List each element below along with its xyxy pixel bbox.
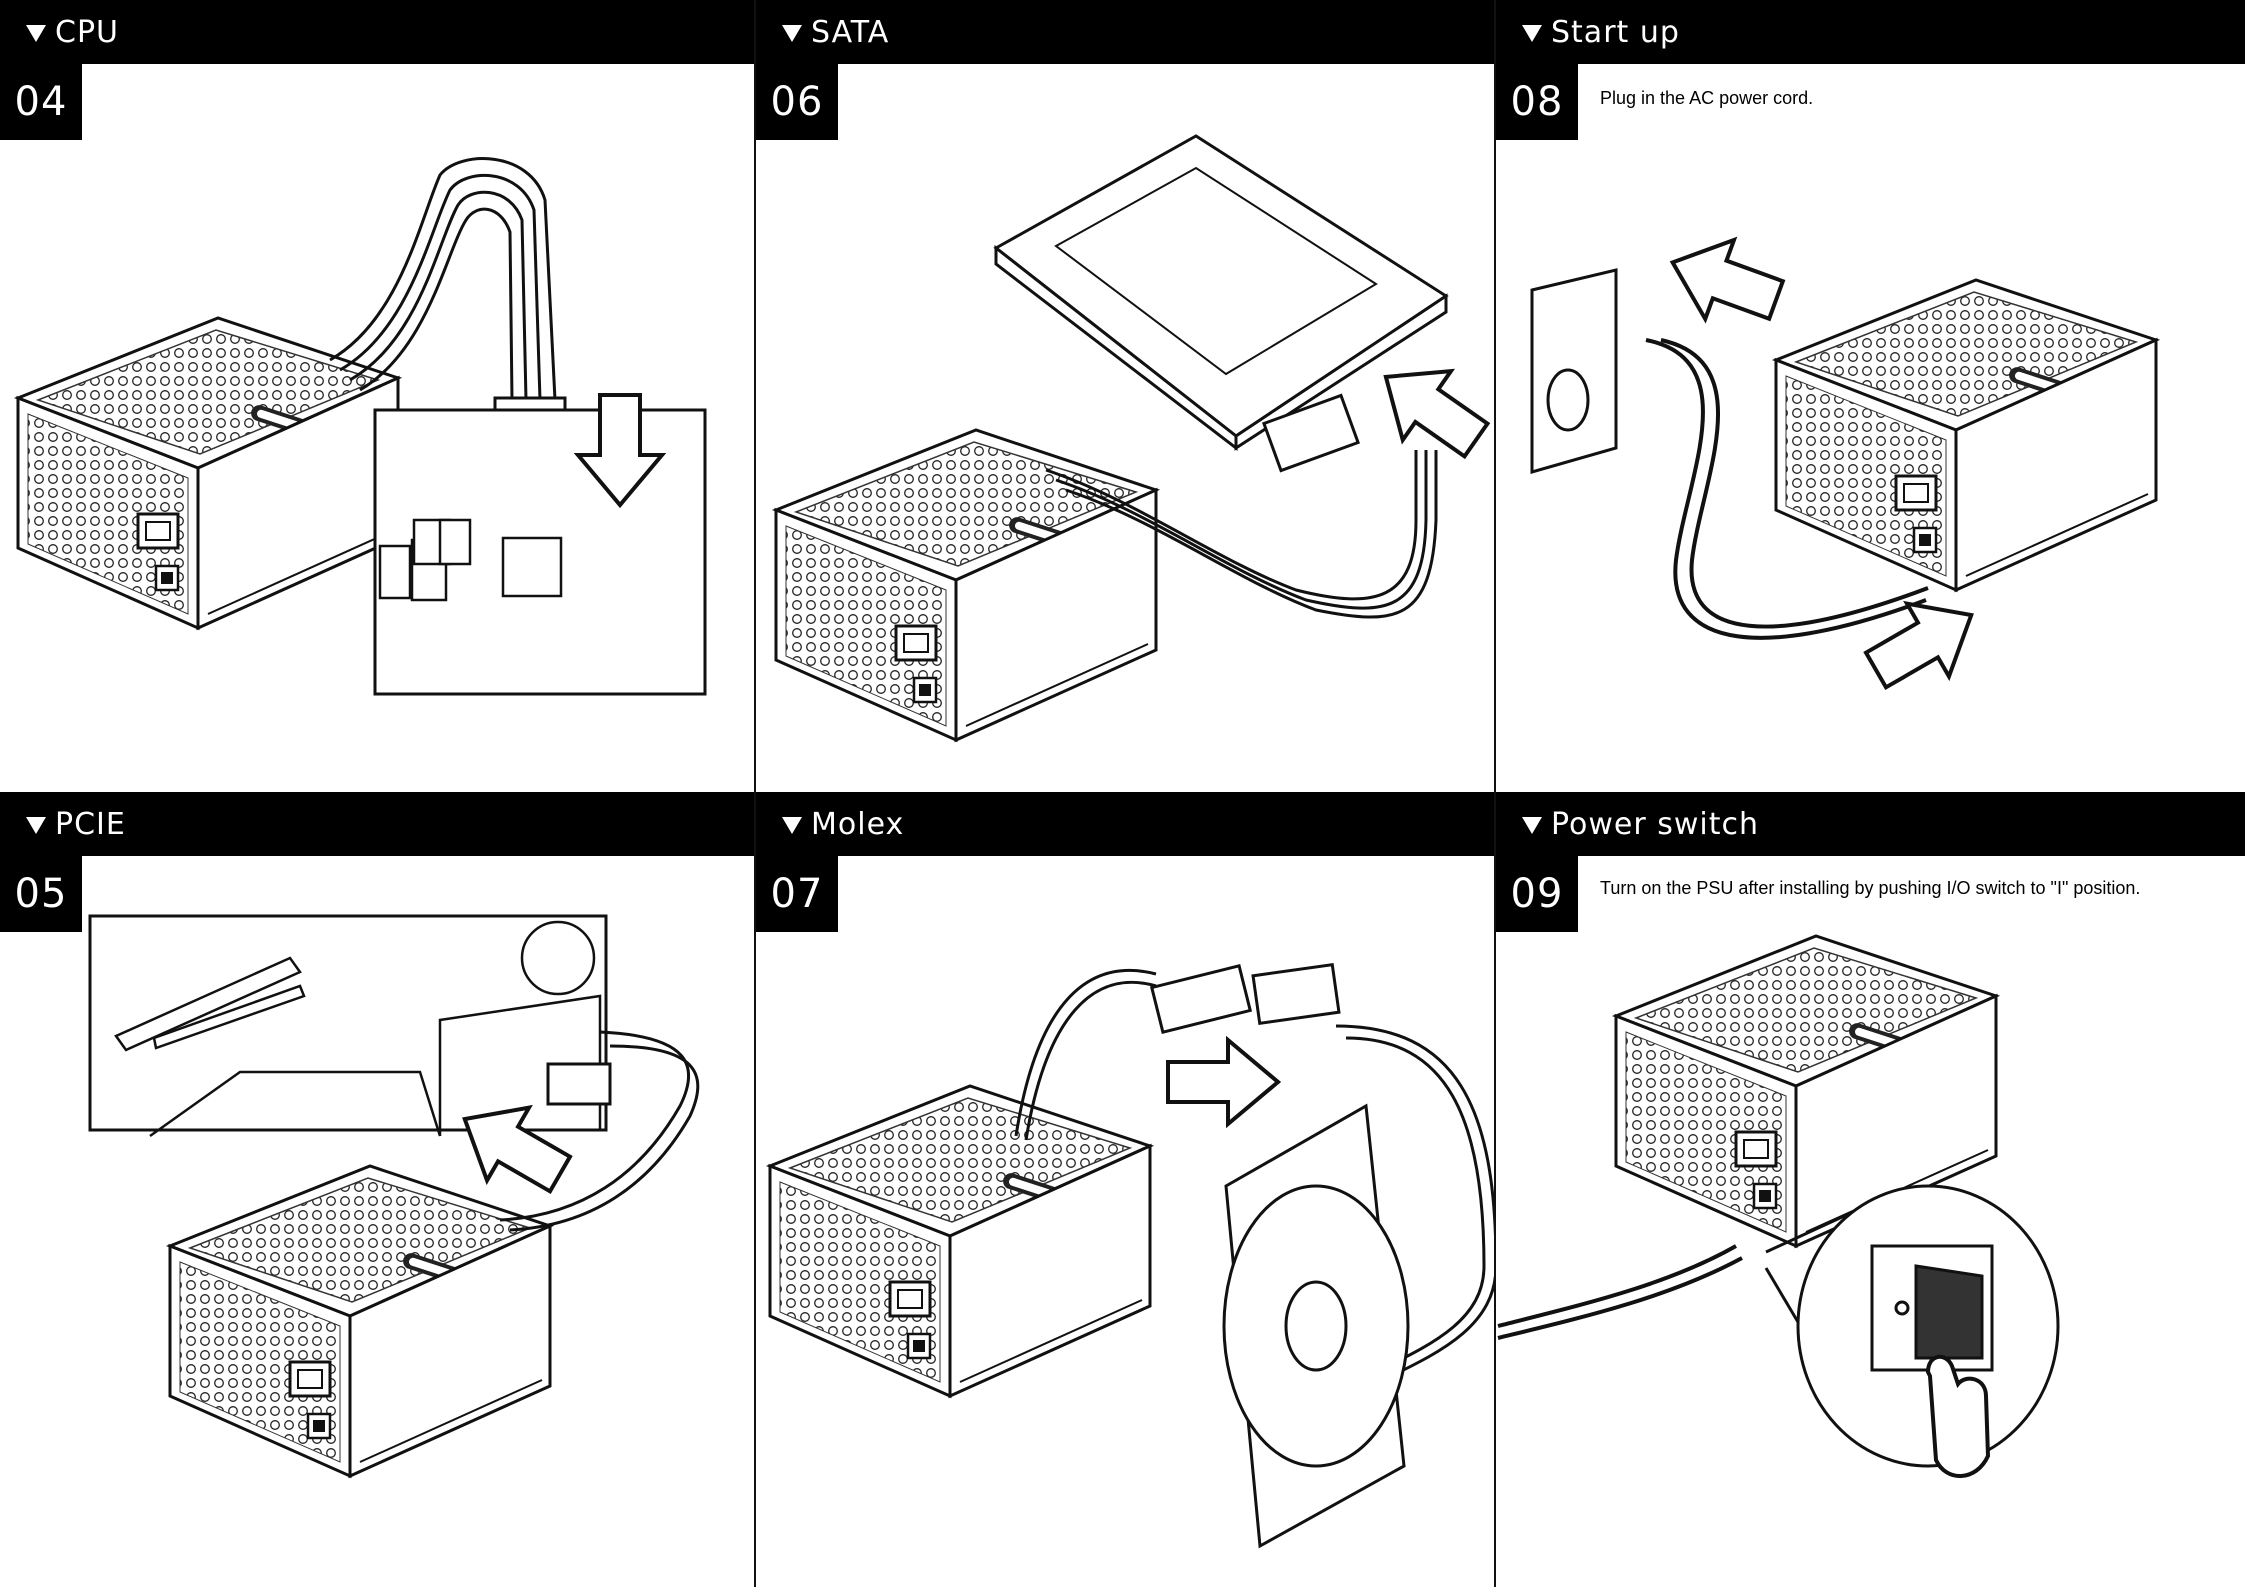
column-divider [1494,0,1496,1587]
step-description: Plug in the AC power cord. [1600,88,1813,109]
section-title: Molex [811,807,904,842]
arrow-icon [1855,579,1992,707]
triangle-icon [26,25,46,42]
panel-sata [756,0,1494,792]
triangle-icon [782,817,802,834]
panel-molex [756,806,1494,1587]
panel-cpu [0,0,754,792]
section-header-pcie: PCIE [0,792,754,856]
section-title: PCIE [55,807,126,842]
section-header-cpu: CPU [0,0,754,64]
section-title: Start up [1551,15,1680,50]
wall-outlet-icon [1532,270,1616,472]
section-header-molex: Molex [756,792,1494,856]
startup-illustration [1496,0,2245,792]
section-header-sata: SATA [756,0,1494,64]
triangle-icon [782,25,802,42]
psu-icon [770,1086,1150,1396]
psu-icon [170,1166,550,1476]
panel-power-switch [1496,806,2245,1587]
section-title: SATA [811,15,889,50]
step-number: 07 [756,856,838,932]
triangle-icon [1522,25,1542,42]
column-divider [754,0,756,1587]
step-number: 06 [756,64,838,140]
section-header-startup: Start up [1496,0,2245,64]
psu-icon [1776,280,2156,590]
case-fan-icon [1224,1106,1408,1546]
pcie-illustration [0,806,754,1587]
panel-startup [1496,0,2245,792]
power-cord-icon [1498,1246,1742,1338]
psu-icon [776,430,1156,740]
power-switch-illustration [1496,806,2245,1587]
panel-pcie [0,806,754,1587]
arrow-icon [1658,223,1790,340]
step-number: 04 [0,64,82,140]
section-header-power-switch: Power switch [1496,792,2245,856]
triangle-icon [1522,817,1542,834]
section-title: CPU [55,15,119,50]
step-number: 08 [1496,64,1578,140]
hard-drive-icon [996,136,1446,448]
step-number: 05 [0,856,82,932]
triangle-icon [26,817,46,834]
molex-illustration [756,806,1494,1587]
arrow-icon [1362,343,1494,475]
psu-icon [18,318,398,628]
step-description: Turn on the PSU after installing by push… [1600,878,2140,899]
section-title: Power switch [1551,807,1759,842]
arrow-icon [1168,1040,1278,1124]
step-number: 09 [1496,856,1578,932]
cpu-illustration [0,0,754,792]
sata-illustration [756,0,1494,792]
